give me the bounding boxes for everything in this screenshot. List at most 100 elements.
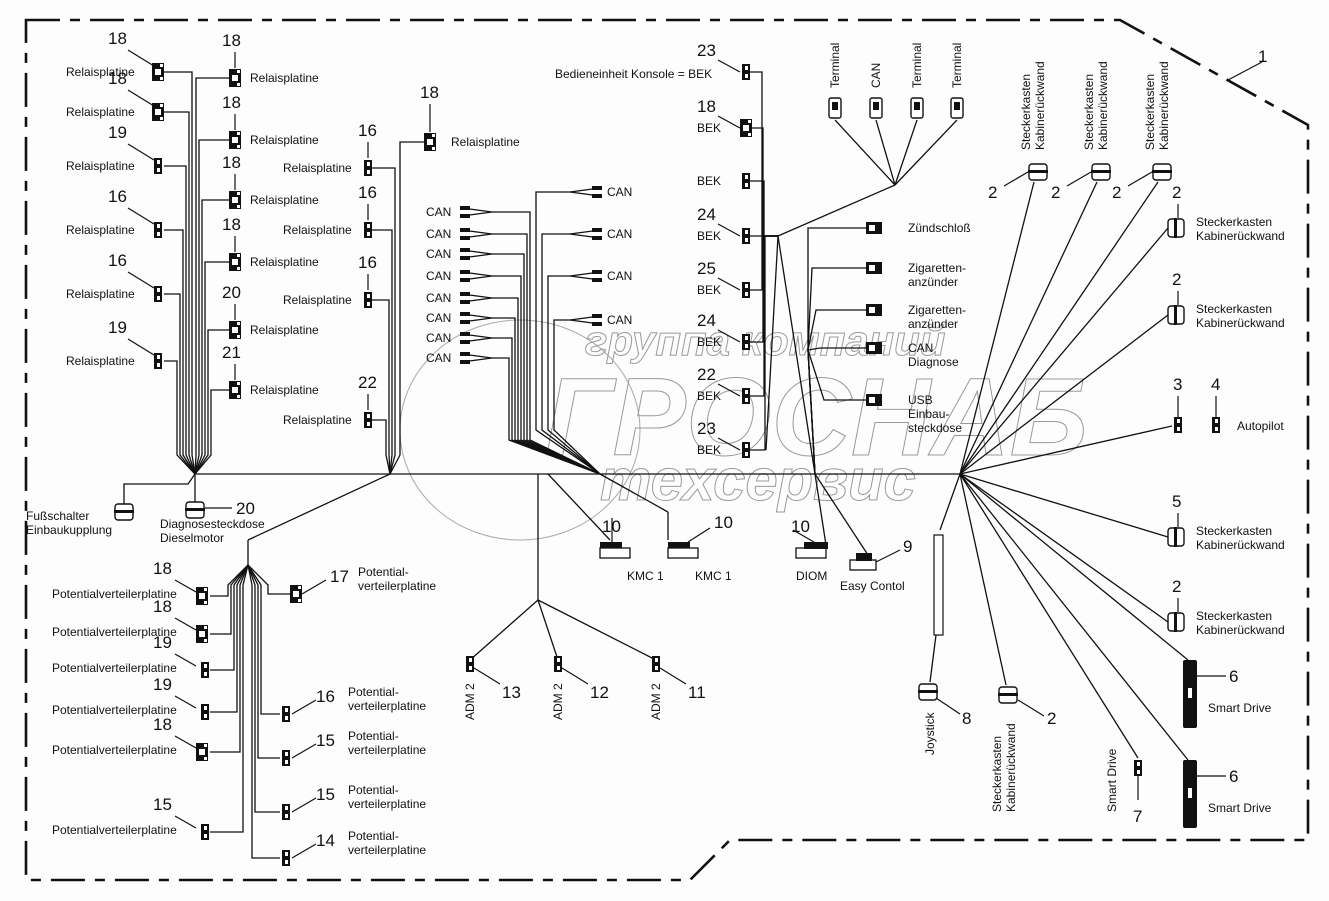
main-trunk [195,473,960,661]
can-label: CAN [426,247,451,261]
steckerkasten-label: Steckerkasten [1082,74,1096,150]
relay-connector-icon [152,63,164,81]
kmc-module-icon [599,542,631,559]
relay-wire [194,199,229,475]
can-plug-icon [569,270,602,282]
callout-number: 12 [590,683,609,702]
can-wire [492,357,601,475]
relay-connector-icon [229,381,241,399]
callout-number: 15 [316,731,335,750]
kmc-module-icon [667,542,699,559]
harness-boundary [24,18,1310,882]
callout-leader [687,527,711,543]
potential-board-label: Potential- [348,729,399,743]
callout-number: 10 [791,517,810,536]
components: 18Relaisplatine18Relaisplatine19Relaispl… [26,29,1285,866]
callout-number: 10 [714,513,733,532]
relay-board-label: Relaisplatine [451,135,520,149]
steckerkasten-connector-icon [1167,218,1185,238]
relay-connector-icon [229,191,241,209]
callout-number: 15 [316,785,335,804]
callout-number: 18 [222,93,241,112]
potential-connector-icon [282,750,290,766]
callout-number: 24 [697,205,716,224]
terminal-connector-icon [910,97,924,119]
callout-leader [291,797,317,813]
cab-connector-label-2: anzünder [908,317,958,331]
can-plug-icon [460,312,493,324]
potential-board-label: Potential- [348,783,399,797]
joystick-wire [929,634,937,683]
callout-leader [291,743,317,759]
callout-leader [127,89,155,107]
steckerkasten-connector-icon [1152,163,1172,181]
potential-wire [210,564,249,753]
callout-number: 23 [697,419,716,438]
potential-wire [210,564,249,635]
terminal-label: Terminal [910,43,924,88]
footswitch-wire [123,473,196,505]
bek-label: BEK [697,335,721,349]
steckerkasten-label-2: Kabinerückwand [1096,61,1110,150]
callout-leader [1066,171,1092,187]
relay-connector-icon [424,133,436,151]
callout-number: 2 [988,183,997,202]
callout-number: 18 [108,29,127,48]
terminal-connector-icon [950,97,964,119]
relay-wire [194,261,229,475]
relay-board-label: Relaisplatine [283,413,352,427]
radial-wire [959,181,1035,475]
potential-connector-icon [196,625,208,643]
can-wire [553,319,601,475]
potential-connector-icon [196,587,208,605]
adm-connector-icon [554,656,562,672]
potential-wire [247,564,280,715]
potential-board-label: Potential- [348,829,399,843]
watermark: группа компаний ГРОСНАБ техсервис [399,317,1088,541]
callout-number: 18 [420,83,439,102]
steckerkasten-connector-icon [998,686,1018,704]
bek-connector-icon [742,334,750,350]
can-label: CAN [426,311,451,325]
can-plug-icon [460,292,493,304]
callout-leader [1017,699,1045,717]
potential-board-label: Potential- [358,565,409,579]
callout-leader [301,579,327,595]
callout-number: 19 [153,633,172,652]
relay-connector-icon [229,321,241,339]
radial-wire [959,473,1189,761]
callout-leader [717,277,741,291]
can-label: CAN [607,227,632,241]
bek-wire [750,180,778,237]
callout-number: 9 [903,537,912,556]
relay-wire [194,139,229,475]
relay-board-label: Relaisplatine [250,383,319,397]
relay-connector-icon [364,160,372,176]
callout-leader [659,667,687,685]
bek-label: BEK [697,174,721,188]
cab-connector-label-2: Diagnose [908,355,959,369]
callout-number: 18 [108,69,127,88]
footswitch-label-2: Einbaukupplung [26,523,112,537]
can-label: CAN [426,205,451,219]
steckerkasten-label: Steckerkasten [1143,74,1157,150]
potential-board-label: Potentialverteilerplatine [52,661,177,675]
can-diagnose-icon [866,342,882,354]
relay-wire [194,389,229,475]
steckerkasten-label: Steckerkasten [1019,74,1033,150]
kmc-label: KMC 1 [627,569,664,583]
callout-number: 18 [222,153,241,172]
callout-number: 11 [688,683,706,702]
bek-main-trunk [777,235,816,475]
callout-number: 18 [153,597,172,616]
relay-wire [372,299,391,475]
callout-leader [291,843,317,859]
ignition-switch-connector-icon [866,222,882,234]
bek-label: BEK [697,121,721,135]
steckerkasten-label: Steckerkasten [1196,524,1272,538]
can-label: CAN [607,185,632,199]
relay-wire [164,293,196,475]
diom-module-icon [795,542,828,559]
callout-number: 25 [697,259,716,278]
